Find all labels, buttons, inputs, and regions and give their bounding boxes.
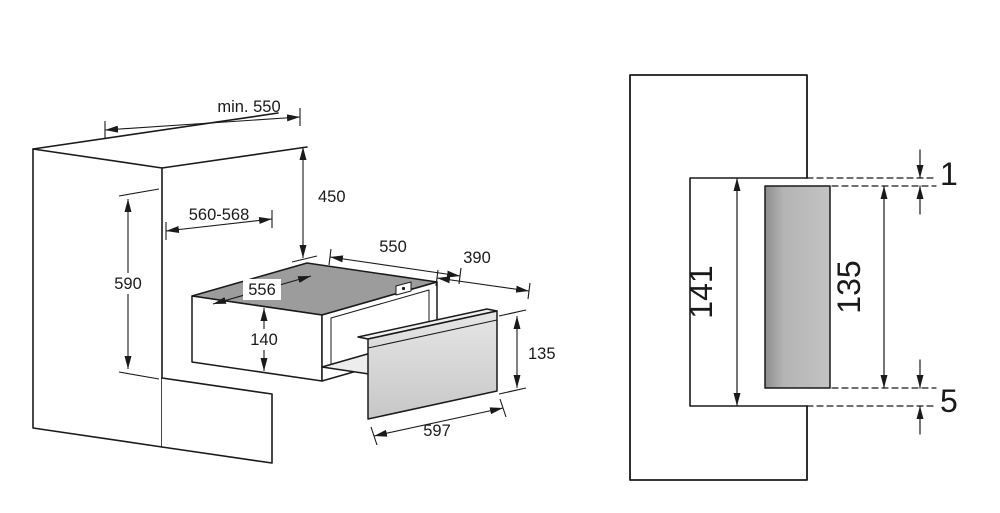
dim-front-panel-height xyxy=(498,309,527,395)
label-front-panel-height: 135 xyxy=(528,345,556,363)
cabinet-left-panel xyxy=(32,148,163,448)
cabinet-side-outline xyxy=(629,74,808,481)
side-section: 141 135 1 5 xyxy=(629,74,958,481)
dim-clearance-height xyxy=(291,147,318,263)
label-bg-niche-height xyxy=(109,273,147,294)
dimensions-right xyxy=(733,149,924,435)
cabinet-top-front-edge xyxy=(161,146,308,169)
label-gap-bottom: 5 xyxy=(940,383,958,419)
dim-extension-depth xyxy=(435,269,531,300)
label-gap-top: 1 xyxy=(940,156,958,192)
niche-outline xyxy=(689,177,808,407)
label-opening-height: 141 xyxy=(683,265,719,318)
label-drawer-inner-width: 556 xyxy=(248,281,276,299)
label-drawer-depth: 550 xyxy=(379,238,407,256)
dimension-labels-right: 141 135 1 5 xyxy=(683,156,958,419)
warming-drawer xyxy=(191,262,498,420)
dim-front-panel-width xyxy=(370,398,507,446)
label-extension-depth: 390 xyxy=(463,249,491,267)
label-niche-depth: min. 550 xyxy=(217,98,280,116)
label-niche-width: 560-568 xyxy=(189,206,250,224)
dim-niche-width xyxy=(165,210,273,240)
cabinet-base xyxy=(161,377,273,464)
drawer-side-profile xyxy=(764,185,831,389)
label-front-panel-width: 597 xyxy=(423,422,451,440)
cabinet-top-back-edge xyxy=(32,112,279,150)
lock-detail-dot xyxy=(401,286,406,291)
label-clearance-height: 450 xyxy=(318,188,346,206)
label-bg-inner-width xyxy=(243,279,281,300)
label-drawer-height: 140 xyxy=(250,331,278,349)
front-panel-face xyxy=(367,310,498,420)
label-front-height: 135 xyxy=(831,260,867,313)
front-panel-groove xyxy=(367,319,498,349)
label-niche-height: 590 xyxy=(114,275,142,293)
dimension-labels-left: min. 550 560-568 450 590 556 550 390 140… xyxy=(109,98,556,440)
label-bg-drawer-height xyxy=(245,329,283,350)
dim-niche-depth xyxy=(104,108,301,139)
